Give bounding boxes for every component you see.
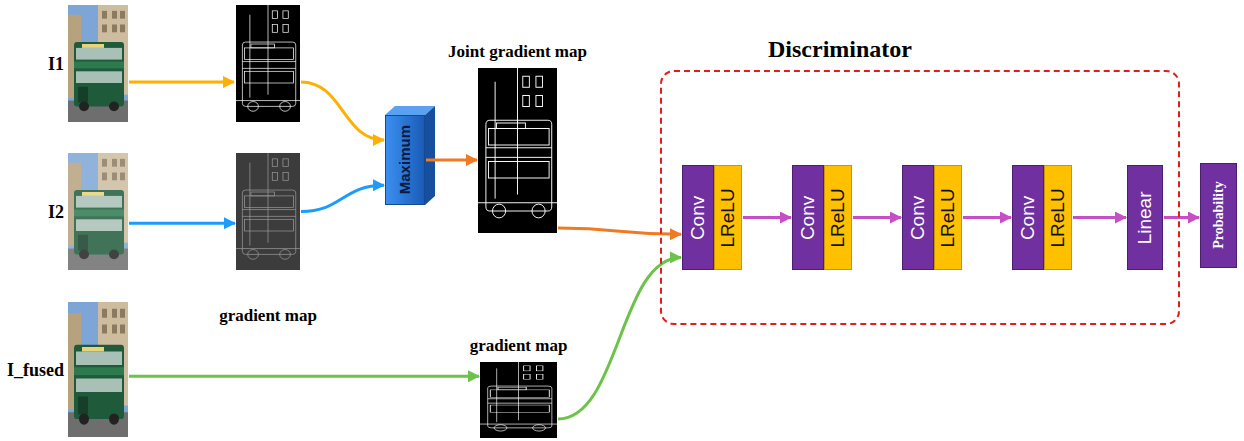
input-image: I_fused	[68, 302, 128, 437]
node-label: Conv	[687, 195, 709, 239]
node-label: LReLU	[717, 188, 739, 247]
connector-arrow	[1073, 216, 1126, 219]
node-label: Conv	[1017, 195, 1039, 239]
gradient-map-image	[236, 153, 300, 270]
gradient-maps	[236, 5, 557, 438]
node-label: Probability	[1210, 182, 1226, 249]
gradient-map-image: Joint gradient map	[478, 68, 557, 233]
fused-photo	[68, 302, 128, 437]
input-arrows	[129, 82, 384, 140]
conv-layer: Conv	[1012, 165, 1044, 270]
lrelu-activation: LReLU	[1044, 165, 1072, 270]
node-label: gradient map	[219, 306, 317, 326]
gradient-map-image: gradient map	[236, 153, 300, 270]
arrow-line	[129, 81, 234, 84]
fused-gradient-map-image	[480, 362, 557, 438]
node-label: LReLU	[937, 188, 959, 247]
gradient-map-shade	[236, 153, 300, 270]
input-photos	[68, 5, 128, 437]
node-label: LReLU	[1047, 188, 1069, 247]
connector-arrow	[963, 216, 1011, 219]
connector-arrow	[301, 185, 384, 211]
connector-arrow	[129, 375, 479, 378]
node-label: Joint gradient map	[448, 42, 587, 62]
conv-layer: Linear	[1127, 165, 1163, 270]
arrow-line	[301, 82, 384, 140]
block-side-face	[425, 106, 435, 205]
conv-layer: Conv	[682, 165, 714, 270]
lrelu-activation: LReLU	[714, 165, 742, 270]
conv-layer: Conv	[792, 165, 824, 270]
input-image: I1	[68, 5, 128, 122]
input-image: I2	[68, 153, 128, 270]
node-label: gradient map	[470, 336, 568, 356]
connector-arrow	[129, 222, 235, 225]
node-label: Maximum	[396, 125, 413, 194]
connector-arrow	[1164, 216, 1199, 219]
node-label: Conv	[907, 195, 929, 239]
gradient-map-image	[236, 5, 300, 122]
maximum-block-faces	[385, 106, 435, 205]
connector-arrow	[558, 257, 681, 419]
probability-output: Probability	[1200, 163, 1237, 268]
node-label: Conv	[797, 195, 819, 239]
node-label: LReLU	[827, 188, 849, 247]
node-label: Linear	[1134, 191, 1156, 244]
node-label: I_fused	[7, 359, 64, 380]
discriminator-region: DiscriminatorConvLReLUConvLReLUConvLReLU…	[660, 70, 1180, 325]
lrelu-activation: LReLU	[934, 165, 962, 270]
lrelu-activation: LReLU	[824, 165, 852, 270]
node-label: Discriminator	[768, 36, 912, 64]
node-label: I1	[48, 53, 64, 74]
source-photo	[68, 5, 128, 122]
joint-gradient-map-image	[478, 68, 557, 233]
maximum-block: Maximum	[385, 115, 425, 205]
connector-arrow	[426, 159, 477, 162]
gradient-map-image: gradient map	[480, 362, 557, 438]
source-photo	[68, 153, 128, 270]
node-label: I2	[48, 201, 64, 222]
connector-arrow	[853, 216, 901, 219]
connector-arrow	[558, 228, 681, 234]
connector-arrow	[743, 216, 791, 219]
conv-layer: Conv	[902, 165, 934, 270]
